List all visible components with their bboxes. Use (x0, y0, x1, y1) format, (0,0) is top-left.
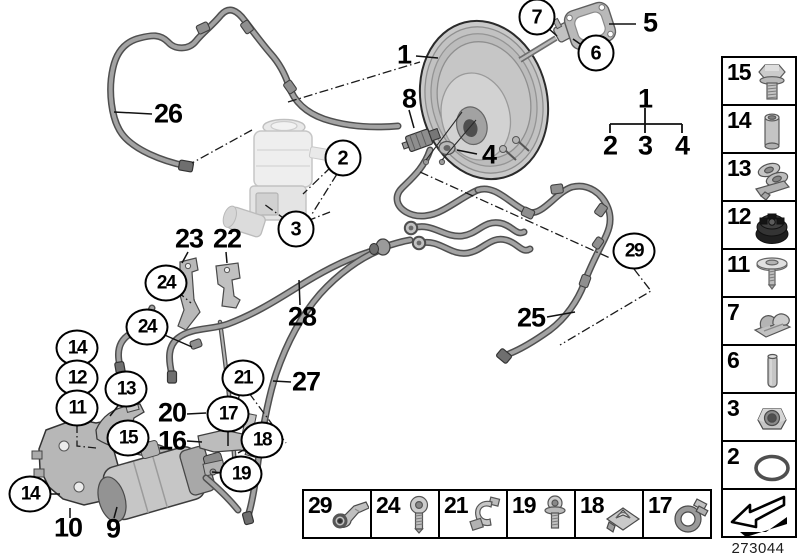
part-number: 13 (727, 155, 752, 181)
bottom-cell-24[interactable]: 24 (370, 489, 440, 539)
part-number: 21 (444, 492, 469, 518)
part-callout-24[interactable]: 24 (125, 308, 169, 346)
sidebar-cell-14[interactable]: 14 (721, 104, 797, 154)
part-callout-13[interactable]: 13 (104, 370, 148, 408)
part-callout-19[interactable]: 19 (219, 455, 263, 493)
holder-bracket-icon (332, 501, 370, 529)
sidebar-cell-15[interactable]: 15 (721, 56, 797, 106)
doc-number: 273044 (731, 540, 785, 557)
part-number: 2 (727, 443, 740, 469)
part-label-28[interactable]: 28 (287, 301, 317, 332)
part-number: 18 (580, 492, 605, 518)
part-callout-15[interactable]: 15 (106, 419, 150, 457)
part-callout-24[interactable]: 24 (144, 264, 188, 302)
hex-flange-bolt-icon (758, 64, 786, 100)
part-label-23[interactable]: 23 (174, 223, 204, 254)
part-number: 7 (727, 299, 740, 325)
part-number: 3 (727, 395, 740, 421)
part-number: 24 (376, 492, 401, 518)
check-valve-art (401, 127, 442, 153)
hex-nut-icon (757, 408, 787, 430)
vacuum-pump-art (97, 440, 224, 523)
direction-arrow-icon (730, 495, 787, 537)
part-callout-11[interactable]: 11 (55, 389, 99, 427)
flange-screw-icon (544, 495, 566, 529)
part-label-1[interactable]: 1 (396, 39, 412, 70)
part-number: 17 (648, 492, 673, 518)
rubber-mount-icon (755, 213, 789, 244)
part-callout-14[interactable]: 14 (8, 475, 52, 513)
bottom-cell-17[interactable]: 17 (642, 489, 712, 539)
part-label-22[interactable]: 22 (212, 223, 242, 254)
sidebar-cell-7[interactable]: 7 (721, 296, 797, 346)
group-tree-child-4[interactable]: 4 (674, 130, 690, 161)
sidebar-cell-2[interactable]: 2 (721, 440, 797, 490)
sidebar-cell-3[interactable]: 3 (721, 392, 797, 442)
spacer-sleeve-icon (764, 113, 780, 150)
part-number: 15 (727, 59, 752, 85)
bottom-cell-18[interactable]: 18 (574, 489, 644, 539)
part-label-25[interactable]: 25 (516, 302, 546, 333)
o-ring-icon (754, 454, 790, 482)
part-number: 12 (727, 203, 752, 229)
part-number: 6 (727, 347, 740, 373)
pan-head-screw-icon (409, 495, 429, 534)
washer-screw-icon (756, 257, 788, 290)
sidebar-cell-11[interactable]: 11 (721, 248, 797, 298)
part-callout-21[interactable]: 21 (221, 359, 265, 397)
part-callout-18[interactable]: 18 (240, 421, 284, 459)
speed-nut-icon (605, 507, 641, 533)
hose-clamp-icon (674, 498, 709, 533)
part-label-4[interactable]: 4 (481, 139, 497, 170)
group-tree-child-2[interactable]: 2 (602, 130, 618, 161)
part-label-8[interactable]: 8 (401, 83, 417, 114)
hose-sleeves-art (189, 19, 608, 350)
small-brackets-art (177, 257, 241, 331)
clamp-clip-icon (755, 162, 791, 201)
hose-fittings-art (114, 159, 512, 526)
part-label-10[interactable]: 10 (53, 512, 83, 543)
sidebar-cell-12[interactable]: 12 (721, 200, 797, 250)
spring-clip-icon (753, 313, 792, 338)
bottom-cell-19[interactable]: 19 (506, 489, 576, 539)
part-number: 19 (512, 492, 537, 518)
part-number: 29 (308, 492, 333, 518)
part-label-5[interactable]: 5 (642, 7, 658, 38)
part-callout-7[interactable]: 7 (518, 0, 556, 36)
bottom-cell-21[interactable]: 21 (438, 489, 508, 539)
group-tree-child-3[interactable]: 3 (637, 130, 653, 161)
part-label-27[interactable]: 27 (291, 366, 321, 397)
part-label-20[interactable]: 20 (157, 397, 187, 428)
dowel-pin-icon (767, 353, 778, 388)
part-callout-3[interactable]: 3 (277, 210, 315, 248)
sidebar-cell-6[interactable]: 6 (721, 344, 797, 394)
part-label-9[interactable]: 9 (105, 513, 121, 544)
footer-arrow-cell[interactable] (721, 488, 797, 538)
part-number: 14 (727, 107, 752, 133)
bottom-cell-29[interactable]: 29 (302, 489, 372, 539)
part-callout-2[interactable]: 2 (324, 139, 362, 177)
group-tree-root[interactable]: 1 (637, 83, 653, 114)
retaining-clip-icon (469, 496, 501, 532)
sidebar-cell-13[interactable]: 13 (721, 152, 797, 202)
part-callout-6[interactable]: 6 (577, 34, 615, 72)
part-callout-17[interactable]: 17 (206, 395, 250, 433)
fluid-reservoir-art (222, 118, 329, 238)
part-label-26[interactable]: 26 (153, 98, 183, 129)
part-label-16[interactable]: 16 (157, 425, 187, 456)
part-callout-29[interactable]: 29 (612, 232, 656, 270)
part-number: 11 (727, 251, 750, 277)
